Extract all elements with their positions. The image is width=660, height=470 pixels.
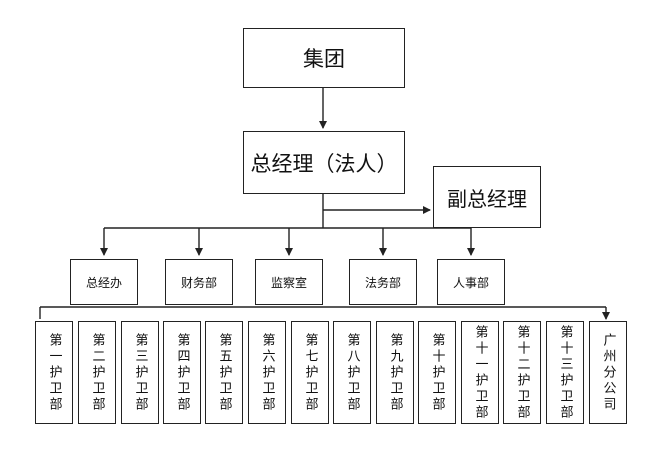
node-unit-label: 第六护卫部 [259, 332, 275, 413]
node-unit-3: 第三护卫部 [121, 321, 159, 424]
node-dept-3: 监察室 [255, 259, 323, 305]
node-unit-label: 第八护卫部 [344, 332, 360, 413]
node-deputy: 副总经理 [433, 166, 541, 228]
node-unit-label: 第十三护卫部 [557, 324, 573, 421]
node-unit-label: 第九护卫部 [387, 332, 403, 413]
node-dept-label: 监察室 [270, 275, 307, 290]
node-ceo: 总经理（法人） [243, 131, 405, 194]
node-unit-13: 第十三护卫部 [546, 321, 584, 424]
node-unit-6: 第六护卫部 [248, 321, 286, 424]
node-unit-12: 第十二护卫部 [503, 321, 541, 424]
node-dept-1: 总经办 [70, 259, 138, 305]
node-unit-label: 第三护卫部 [132, 332, 148, 413]
node-unit-label: 第四护卫部 [174, 332, 190, 413]
node-dept-label: 人事部 [452, 275, 489, 290]
node-unit-4: 第四护卫部 [163, 321, 201, 424]
node-unit-2: 第二护卫部 [78, 321, 116, 424]
node-unit-11: 第十一护卫部 [461, 321, 499, 424]
node-root-label: 集团 [303, 47, 345, 71]
node-unit-label: 第十二护卫部 [514, 324, 530, 421]
node-unit-label: 第五护卫部 [216, 332, 232, 413]
node-unit-label: 第一护卫部 [46, 332, 62, 413]
node-dept-2: 财务部 [165, 259, 233, 305]
node-dept-label: 法务部 [364, 275, 401, 290]
node-dept-label: 总经办 [85, 275, 122, 290]
node-unit-5: 第五护卫部 [205, 321, 243, 424]
node-deputy-label: 副总经理 [447, 186, 527, 211]
node-unit-8: 第八护卫部 [333, 321, 371, 424]
node-unit-14: 广州分公司 [589, 321, 627, 424]
node-unit-label: 第二护卫部 [89, 332, 105, 413]
node-unit-7: 第七护卫部 [291, 321, 329, 424]
node-unit-label: 第七护卫部 [302, 332, 318, 413]
node-dept-label: 财务部 [180, 275, 217, 290]
node-dept-5: 人事部 [437, 259, 505, 305]
node-unit-9: 第九护卫部 [376, 321, 414, 424]
node-root: 集团 [243, 28, 405, 88]
node-unit-1: 第一护卫部 [35, 321, 73, 424]
node-unit-label: 第十一护卫部 [472, 324, 488, 421]
node-unit-10: 第十护卫部 [418, 321, 456, 424]
node-ceo-label: 总经理（法人） [250, 151, 398, 176]
node-unit-label: 广州分公司 [600, 332, 616, 413]
node-unit-label: 第十护卫部 [429, 332, 445, 413]
node-dept-4: 法务部 [349, 259, 417, 305]
